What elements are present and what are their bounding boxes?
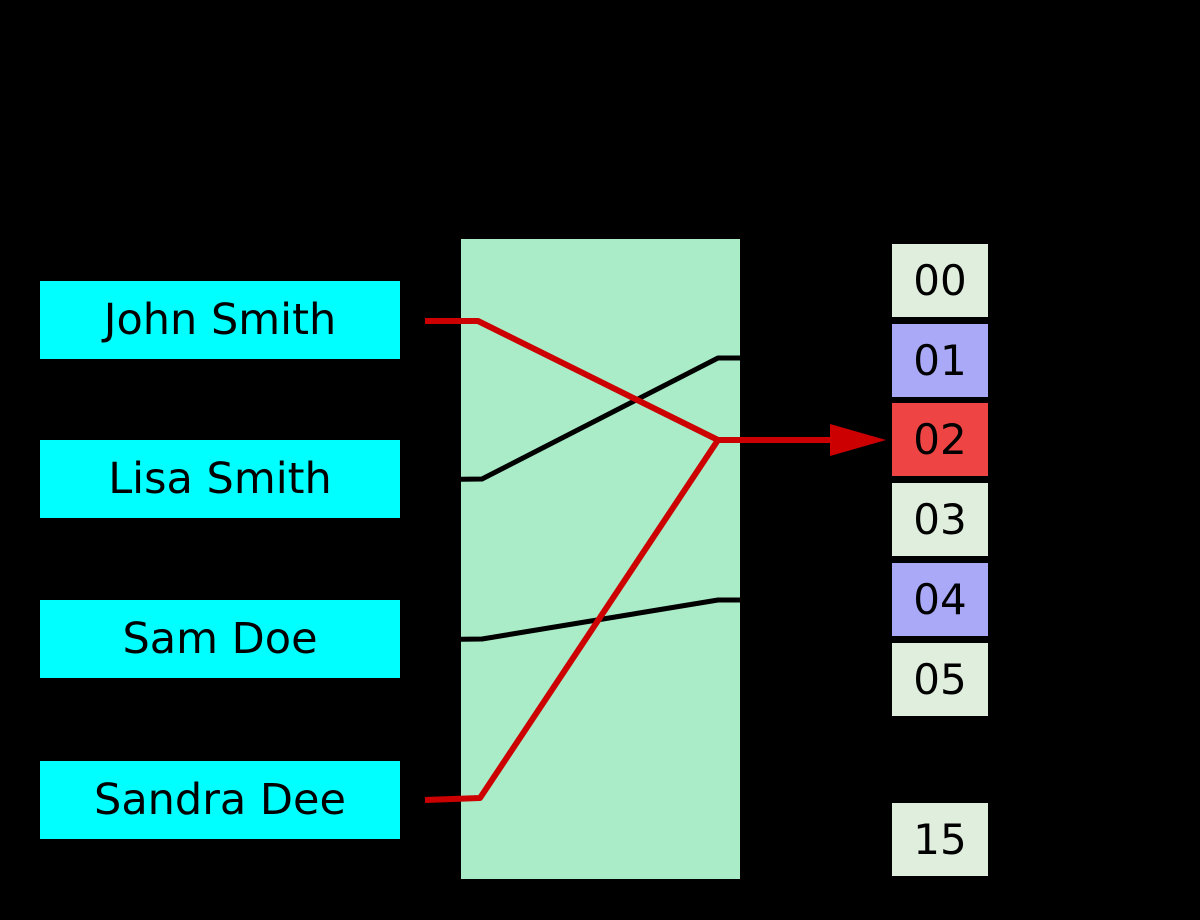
bucket-label-05: 05 bbox=[913, 654, 967, 704]
bucket-00: 00 bbox=[892, 244, 988, 317]
key-box-john-smith: John Smith bbox=[40, 281, 400, 359]
hash-function-box bbox=[461, 239, 740, 879]
key-box-sandra-dee: Sandra Dee bbox=[40, 761, 400, 839]
bucket-label-15: 15 bbox=[913, 814, 967, 864]
key-label-john-smith: John Smith bbox=[103, 294, 337, 345]
bucket-label-00: 00 bbox=[913, 255, 967, 305]
bucket-15: 15 bbox=[892, 803, 988, 876]
bucket-04: 04 bbox=[892, 563, 988, 636]
bucket-label-04: 04 bbox=[913, 574, 967, 624]
bucket-05: 05 bbox=[892, 643, 988, 716]
key-label-sam-doe: Sam Doe bbox=[122, 613, 318, 664]
bucket-03: 03 bbox=[892, 483, 988, 556]
bucket-02: 02 bbox=[892, 403, 988, 476]
key-label-lisa-smith: Lisa Smith bbox=[108, 453, 332, 504]
bucket-label-03: 03 bbox=[913, 494, 967, 544]
key-label-sandra-dee: Sandra Dee bbox=[94, 774, 346, 825]
bucket-label-01: 01 bbox=[913, 335, 967, 385]
key-box-sam-doe: Sam Doe bbox=[40, 600, 400, 678]
bucket-01: 01 bbox=[892, 324, 988, 397]
key-box-lisa-smith: Lisa Smith bbox=[40, 440, 400, 518]
collision-arrowhead-icon bbox=[830, 424, 886, 456]
bucket-label-02: 02 bbox=[913, 414, 967, 464]
